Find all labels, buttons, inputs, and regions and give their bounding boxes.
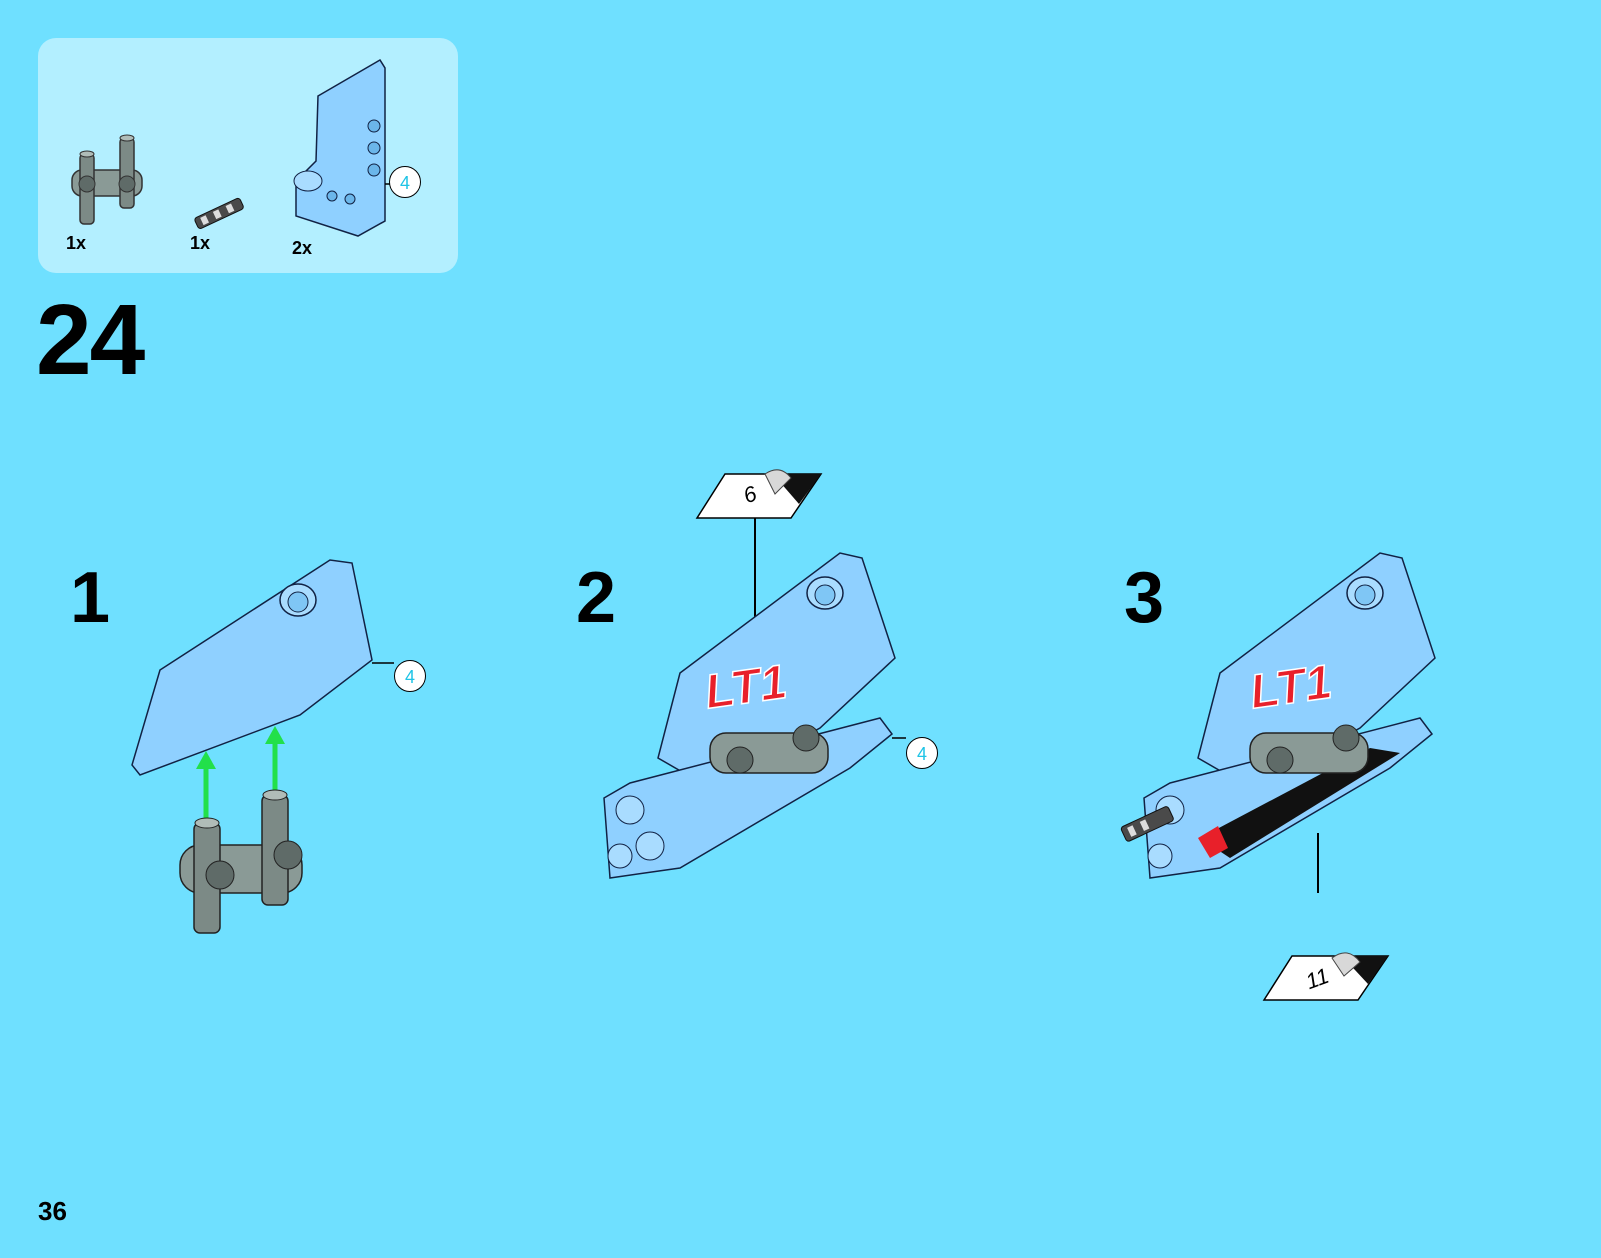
substep-3-assembly-illustration [1140, 548, 1460, 898]
part-quantity: 1x [190, 233, 210, 254]
color-callout: 4 [389, 166, 421, 198]
substep-1-assembly-illustration [130, 555, 390, 955]
connector-cross-axle-icon [62, 134, 152, 234]
substep-number: 1 [70, 562, 110, 634]
color-callout: 4 [906, 737, 938, 769]
step-number: 24 [36, 290, 143, 390]
decal-text: LT1 [702, 655, 791, 721]
parts-list-box: 1x 1x 4 2x [38, 38, 458, 273]
part-quantity: 1x [66, 233, 86, 254]
substep-2-assembly-illustration [600, 548, 910, 898]
part-quantity: 2x [292, 238, 312, 259]
decal-text: LT1 [1247, 655, 1336, 721]
axle-pin-icon [190, 198, 250, 228]
panel-blue-icon [288, 56, 398, 241]
color-callout: 4 [394, 660, 426, 692]
page-number: 36 [38, 1196, 67, 1227]
